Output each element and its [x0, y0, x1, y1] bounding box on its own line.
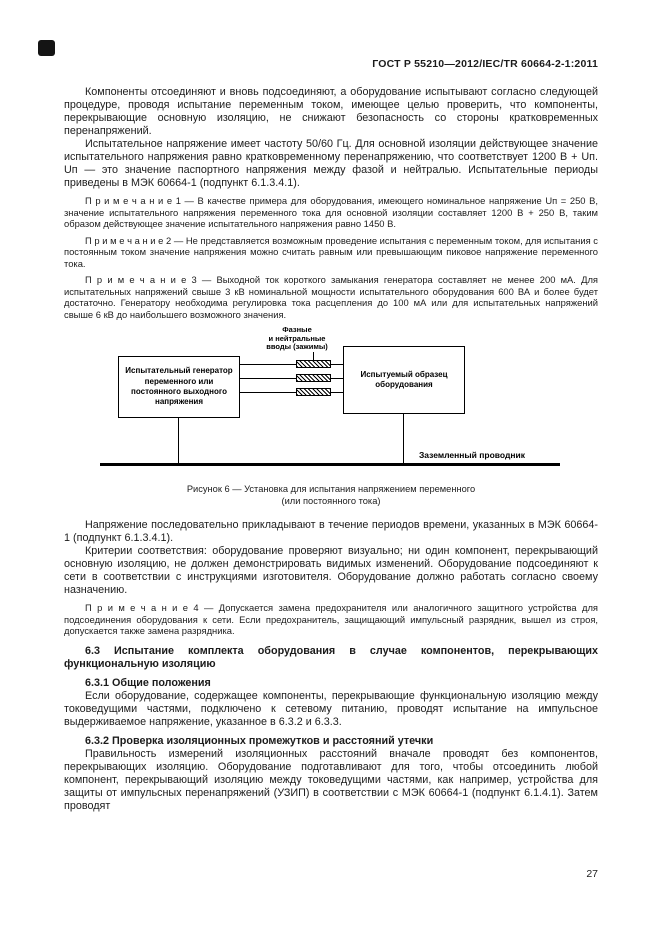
ground-drop-line — [178, 418, 179, 464]
figure-terminals-line: Фазные — [282, 325, 312, 334]
label-pointer-line — [313, 352, 314, 360]
terminal-hatch — [296, 388, 331, 396]
section-heading-6-3-1: 6.3.1 Общие положения — [85, 676, 211, 689]
body-paragraph: Критерии соответствия: оборудование пров… — [64, 545, 598, 596]
wire-line — [331, 378, 343, 379]
wire-line — [240, 392, 296, 393]
figure-terminals-line: вводы (зажимы) — [266, 342, 328, 352]
figure-caption: Рисунок 6 — Установка для испытания напр… — [64, 484, 598, 507]
doc-header-title: ГОСТ Р 55210—2012/IEC/TR 60664-2-1:2011 — [372, 58, 598, 70]
note-paragraph: П р и м е ч а н и е 3 — Выходной ток кор… — [64, 274, 598, 320]
body-paragraph: Если оборудование, содержащее компоненты… — [64, 689, 598, 728]
body-paragraph: Правильность измерений изоляционных расс… — [64, 747, 598, 812]
ground-conductor-label: Заземленный проводник — [418, 450, 525, 460]
figure-terminals-line: и нейтральные — [268, 333, 326, 343]
sample-box: Испытуемый образец оборудования — [343, 346, 465, 414]
page-number: 27 — [586, 868, 598, 880]
body-paragraph: Компоненты отсоединяют и вновь подсоедин… — [64, 86, 598, 137]
body-paragraph: Напряжение последовательно прикладывают … — [64, 519, 598, 544]
section-heading-6-3-2: 6.3.2 Проверка изоляционных промежутков … — [85, 734, 434, 747]
generator-box: Испытательный генератор переменного или … — [118, 356, 240, 418]
figure-test-setup: Фазные и нейтральные вводы (зажимы) Испы… — [64, 325, 598, 476]
note-paragraph: П р и м е ч а н и е 2 — Не представляетс… — [64, 234, 598, 269]
scan-artifact — [38, 40, 55, 56]
ground-drop-line — [403, 414, 404, 464]
note-paragraph: П р и м е ч а н и е 4 — Допускается заме… — [64, 602, 598, 636]
terminal-hatch — [296, 374, 331, 382]
figure-terminals-label: Фазные и нейтральные вводы (зажимы) — [242, 325, 352, 352]
wire-line — [240, 364, 296, 365]
ground-conductor-line — [100, 463, 560, 466]
figure-caption-line: Рисунок 6 — Установка для испытания напр… — [186, 484, 476, 494]
section-heading-6-3: 6.3 Испытание комплекта оборудования в с… — [64, 644, 598, 670]
wire-line — [331, 392, 343, 393]
wire-line — [240, 378, 296, 379]
terminal-hatch — [296, 360, 331, 368]
figure-caption-line: (или постоянного тока) — [281, 495, 381, 506]
note-paragraph: П р и м е ч а н и е 1 — В качестве приме… — [64, 195, 598, 229]
body-paragraph: Испытательное напряжение имеет частоту 5… — [64, 138, 598, 189]
wire-line — [331, 364, 343, 365]
